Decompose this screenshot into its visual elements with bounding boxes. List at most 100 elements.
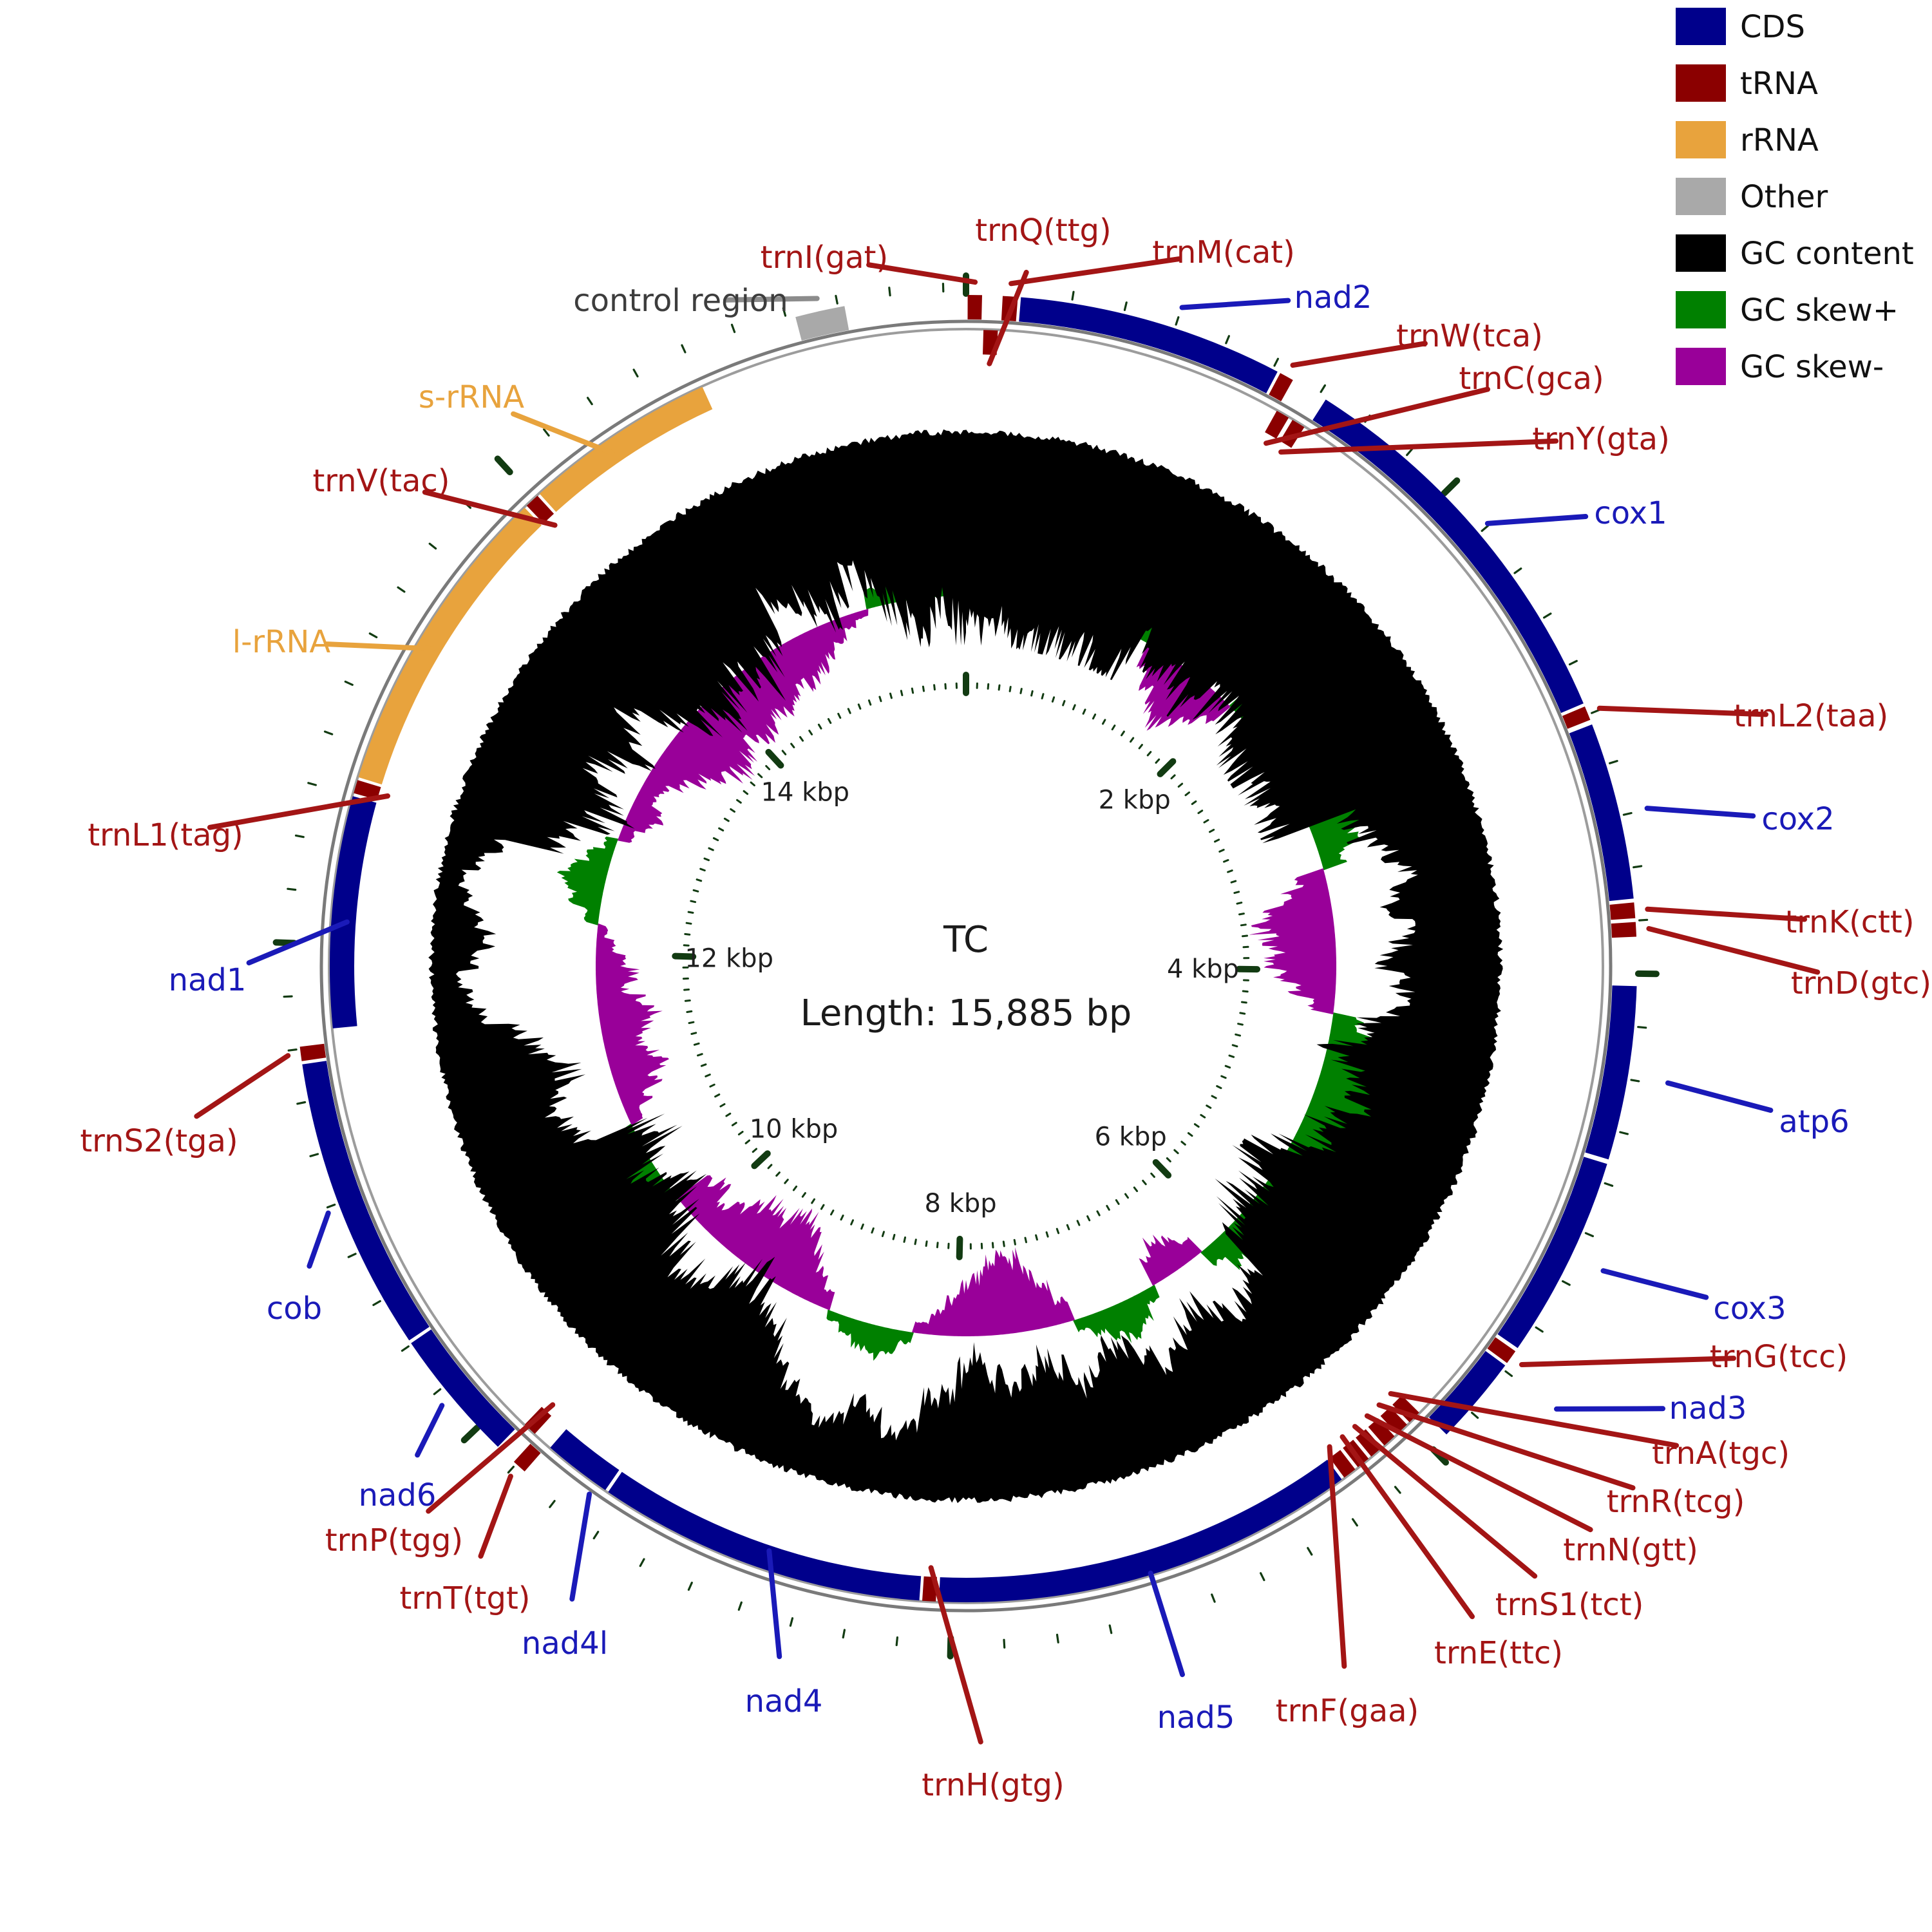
ruler-minor-tick xyxy=(811,1198,815,1204)
label-trnY: trnY(gta) xyxy=(1532,421,1670,457)
label-trnA: trnA(tgc) xyxy=(1652,1435,1790,1472)
ruler-minor-tick xyxy=(991,1242,994,1249)
ruler-minor-tick xyxy=(687,911,694,914)
ruler-minor-tick xyxy=(840,1215,844,1221)
feature-trnN xyxy=(1368,1418,1395,1446)
kbp-label: 8 kbp xyxy=(925,1189,997,1218)
feature-trnR xyxy=(1380,1406,1407,1434)
scale-major-tick xyxy=(460,1424,481,1444)
leader-trnV xyxy=(422,489,558,528)
ruler-minor-tick xyxy=(892,1234,896,1240)
legend-label-cds: CDS xyxy=(1740,9,1805,45)
ruler-minor-tick xyxy=(781,750,787,755)
feature-nad6 xyxy=(411,1329,515,1447)
ruler-minor-tick xyxy=(784,1179,789,1184)
feature-arcs xyxy=(299,295,1637,1602)
label-trnI: trnI(gat) xyxy=(761,240,888,276)
scale-minor-tick xyxy=(347,1253,357,1258)
leader-nad3 xyxy=(1554,1406,1665,1412)
feature-trnG xyxy=(1487,1337,1516,1363)
leader-trnN xyxy=(1364,1413,1593,1533)
ruler-minor-tick xyxy=(1236,902,1243,905)
scale-minor-tick xyxy=(397,586,406,593)
leader-trnI xyxy=(866,262,978,285)
kbp-label: 4 kbp xyxy=(1167,954,1239,984)
scale-minor-tick xyxy=(1633,865,1643,869)
leader-nad1 xyxy=(246,919,350,966)
scale-minor-tick xyxy=(639,1558,645,1567)
feature-nad1 xyxy=(330,796,377,1028)
ruler-minor-tick xyxy=(1216,1085,1222,1090)
scale-minor-tick xyxy=(1504,1370,1513,1378)
label-trnN: trnN(gtt) xyxy=(1563,1532,1698,1568)
scale-minor-tick xyxy=(789,1617,794,1627)
leader-trnT xyxy=(478,1473,513,1559)
ruler-major-tick xyxy=(765,748,784,769)
scale-minor-tick xyxy=(1320,384,1326,393)
scale-minor-tick xyxy=(1535,1326,1544,1333)
scale-minor-tick xyxy=(1003,1638,1006,1649)
label-l-rRNA: l-rRNA xyxy=(232,624,331,660)
label-leader-lines xyxy=(194,256,1821,1745)
label-cox1: cox1 xyxy=(1594,495,1667,531)
label-nad5: nad5 xyxy=(1157,1700,1235,1736)
ruler-minor-tick xyxy=(744,1139,750,1144)
scale-minor-tick xyxy=(842,1629,846,1639)
label-trnM: trnM(cat) xyxy=(1152,234,1295,270)
label-nad4: nad4 xyxy=(745,1683,823,1719)
scale-minor-tick xyxy=(1071,290,1075,301)
gc-skew-minus-swatch xyxy=(1676,348,1726,385)
ruler-minor-tick xyxy=(1211,1095,1217,1099)
ruler-minor-tick xyxy=(1124,1193,1129,1199)
feature-trnK xyxy=(1609,902,1636,920)
ruler-minor-tick xyxy=(1041,693,1045,699)
feature-nad3 xyxy=(1428,1350,1506,1435)
ruler-minor-tick xyxy=(1146,751,1152,757)
scale-minor-tick xyxy=(401,1345,410,1352)
feature-trnF xyxy=(1329,1450,1356,1478)
leader-trnL1 xyxy=(207,793,390,830)
leader-trnY xyxy=(1278,438,1559,455)
leader-trnA xyxy=(1388,1391,1680,1448)
feature-l-rRNA xyxy=(358,507,542,785)
scale-major-tick xyxy=(1441,477,1461,497)
legend-label-trna: tRNA xyxy=(1740,66,1818,102)
scale-minor-tick xyxy=(1351,1518,1358,1527)
kbp-label: 6 kbp xyxy=(1095,1122,1167,1152)
ruler-minor-tick xyxy=(817,723,822,730)
ruler-minor-tick xyxy=(1223,859,1229,863)
scale-minor-tick xyxy=(835,294,838,305)
scale-minor-tick xyxy=(1543,612,1552,619)
rrna-swatch xyxy=(1676,121,1726,158)
feature-trnD xyxy=(1611,922,1636,938)
legend-item-gc-skew-minus: GC skew- xyxy=(1676,348,1884,385)
kbp-label: 12 kbp xyxy=(685,943,773,973)
ruler-minor-tick xyxy=(867,699,872,706)
feature-trnL2 xyxy=(1562,706,1591,729)
ruler-minor-tick xyxy=(1002,1240,1005,1247)
ruler-minor-tick xyxy=(723,817,730,822)
label-trnQ: trnQ(ttg) xyxy=(975,213,1111,249)
ruler-minor-tick xyxy=(1218,849,1225,853)
gc-content-ring xyxy=(428,429,1504,1503)
ruler-minor-tick xyxy=(820,1204,825,1210)
scale-minor-tick xyxy=(283,995,293,998)
ruler-minor-tick xyxy=(1237,1023,1244,1026)
ruler-minor-tick xyxy=(1076,1220,1081,1226)
ruler-minor-tick xyxy=(925,1240,928,1247)
ruler-minor-tick xyxy=(765,765,771,770)
ruler-minor-tick xyxy=(1230,880,1237,884)
leader-trnQ xyxy=(987,269,1029,366)
leader-control-region xyxy=(723,296,820,303)
scale-minor-tick xyxy=(507,1466,515,1474)
leader-cox3 xyxy=(1600,1268,1709,1300)
ruler-minor-tick xyxy=(889,692,893,699)
legend-item-gc-skew-plus: GC skew+ xyxy=(1676,291,1899,328)
ruler-major-tick xyxy=(1152,1159,1172,1179)
scale-minor-tick xyxy=(1513,567,1522,574)
ruler-minor-tick xyxy=(1072,704,1076,710)
legend-item-other: Other xyxy=(1676,178,1828,215)
ruler-minor-tick xyxy=(1102,719,1106,725)
scale-minor-tick xyxy=(307,782,317,786)
